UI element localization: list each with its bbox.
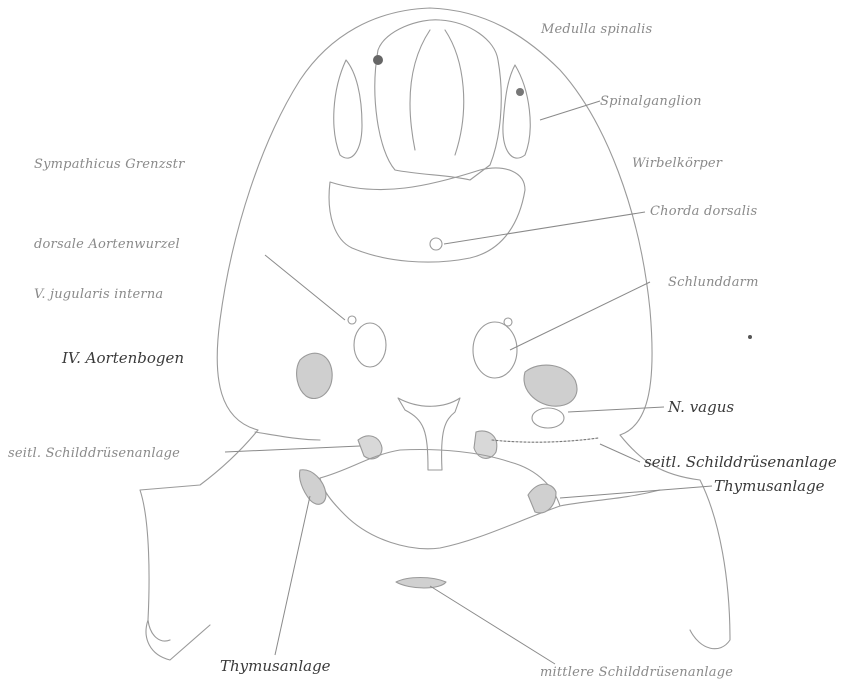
leader-thymus-right <box>560 486 712 498</box>
label-sympathicus-grenzstrang: Sympathicus Grenzstr <box>34 158 185 171</box>
label-wirbelkoerper: Wirbelkörper <box>632 157 722 170</box>
spinalganglion-right <box>503 65 530 158</box>
leader-schild-left <box>225 446 360 452</box>
label-spinalganglion: Spinalganglion <box>600 95 702 108</box>
label-seitl-schilddruesenanlage-right: seitl. Schilddrüsenanlage <box>644 455 837 470</box>
lateral-band-left <box>255 432 320 440</box>
spinalganglion-dot-left <box>373 55 383 65</box>
label-iv-aortenbogen: IV. Aortenbogen <box>62 351 184 366</box>
schlunddarm-shape <box>398 398 460 470</box>
stray-dot <box>748 335 752 339</box>
aortenbogen-left <box>297 353 333 398</box>
spinalganglion-left <box>334 60 362 158</box>
leader-schild-mid <box>430 586 555 664</box>
vessel-small-right <box>504 318 512 326</box>
label-n-vagus: N. vagus <box>668 400 734 415</box>
leader-schild-right <box>600 444 640 462</box>
label-thymusanlage-right: Thymusanlage <box>714 479 825 494</box>
aortenbogen-right <box>524 365 577 406</box>
label-medulla-spinalis: Medulla spinalis <box>541 23 652 36</box>
lower-left-flank <box>140 430 258 660</box>
label-v-jugularis-interna: V. jugularis interna <box>34 288 163 301</box>
central-canal <box>410 30 464 155</box>
leader-aortenwurzel <box>265 255 345 320</box>
label-mittlere-schilddruesenanlage: mittlere Schilddrüsenanlage <box>540 666 733 679</box>
vagus-shape <box>532 408 564 428</box>
thymus-left-shape <box>299 470 326 504</box>
aorta-left <box>354 323 386 367</box>
spinalganglion-dot-right <box>516 88 524 96</box>
label-schlunddarm: Schlunddarm <box>668 276 759 289</box>
mittlere-schilddruese-shape <box>396 578 446 589</box>
label-chorda-dorsalis: Chorda dorsalis <box>650 205 757 218</box>
vessel-small-left <box>348 316 356 324</box>
label-seitl-schilddruesenanlage-left: seitl. Schilddrüsenanlage <box>8 447 180 460</box>
pharyngeal-floor <box>320 450 560 549</box>
leader-chorda <box>444 212 645 244</box>
chorda-dorsalis-circle <box>430 238 442 250</box>
lateral-band-right <box>492 438 598 442</box>
inner-fold-right <box>560 490 660 506</box>
leader-spinalganglion <box>540 101 600 120</box>
leader-vagus <box>568 407 664 412</box>
leader-schlunddarm <box>510 282 650 350</box>
medulla-spinalis-shape <box>375 20 501 180</box>
label-thymusanlage-left: Thymusanlage <box>220 659 331 674</box>
wirbelkoerper-shape <box>329 168 525 262</box>
label-dorsale-aortenwurzel: dorsale Aortenwurzel <box>34 238 180 251</box>
leader-thymus-left <box>275 496 310 655</box>
